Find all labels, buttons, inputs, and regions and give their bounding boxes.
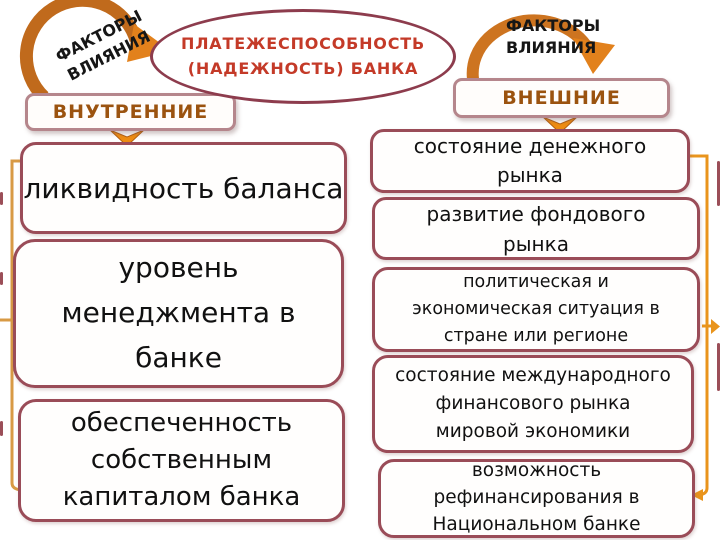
external-header-box: ВНЕШНИЕ	[453, 78, 670, 118]
cropped-border-fragment	[0, 272, 3, 285]
internal-factor-box-management: уровень менеджмента в банке	[13, 239, 344, 388]
arrowhead-icon	[691, 489, 703, 501]
factors-influence-arrow-right	[466, 14, 615, 100]
cropped-border-fragment	[0, 421, 3, 436]
cropped-border-fragment	[717, 343, 720, 391]
arrowhead-icon	[711, 319, 720, 334]
arrowhead-icon	[573, 38, 615, 74]
external-factor-box-refinancing: возможность рефинансирования в Националь…	[378, 459, 695, 538]
external-factor-box-stock-market: развитие фондового рынка	[372, 197, 700, 260]
connector-bracket-right	[690, 154, 720, 501]
external-factor-box-money-market: состояние денежного рынка	[370, 129, 690, 193]
internal-factor-box-capital: обеспеченность собственным капиталом бан…	[18, 399, 345, 522]
internal-factor-box-liquidity: ликвидность баланса	[20, 142, 347, 234]
solvency-ellipse: ПЛАТЕЖЕСПОСОБНОСТЬ (НАДЕЖНОСТЬ) БАНКА	[150, 9, 456, 104]
external-header-label: ВНЕШНИЕ	[502, 87, 621, 109]
factors-label-right: ФАКТОРЫ ВЛИЯНИЯ	[506, 16, 601, 57]
cropped-border-fragment	[0, 192, 3, 205]
cropped-border-fragment	[717, 161, 720, 206]
external-factor-box-political-economic: политическая и экономическая ситуация в …	[372, 267, 700, 352]
internal-header-box: ВНУТРЕННИЕ	[25, 93, 236, 131]
solvency-title: ПЛАТЕЖЕСПОСОБНОСТЬ (НАДЕЖНОСТЬ) БАНКА	[181, 33, 425, 78]
internal-header-label: ВНУТРЕННИЕ	[52, 101, 209, 123]
external-factor-box-international-market: состояние международного финансового рын…	[372, 355, 694, 453]
